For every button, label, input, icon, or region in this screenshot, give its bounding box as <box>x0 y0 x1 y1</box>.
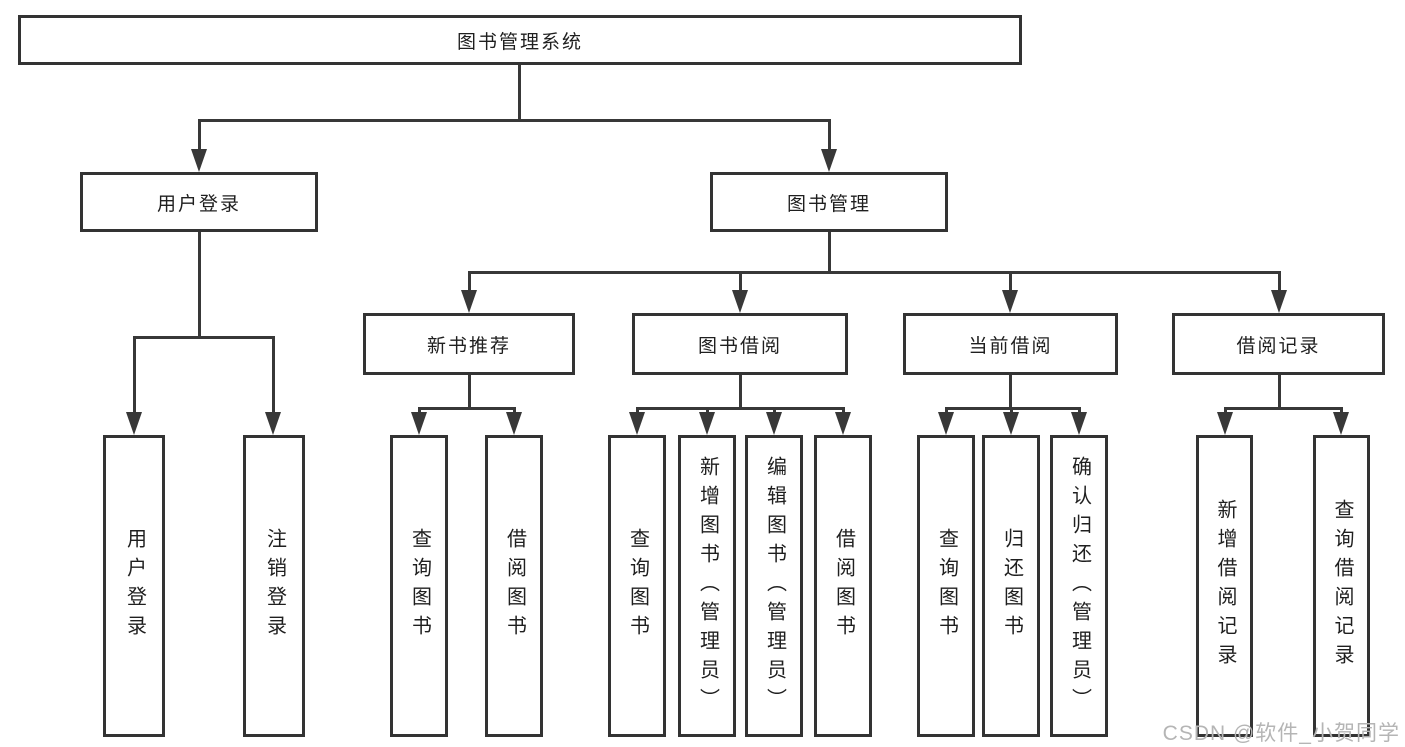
leaf-borrow-books-1: 借阅图书 <box>485 435 543 737</box>
connector-line <box>1278 271 1281 293</box>
node-book-borrowing-label: 图书借阅 <box>697 335 782 357</box>
leaf-return-books: 归还图书 <box>982 435 1040 737</box>
connector-arrowhead <box>1071 412 1087 435</box>
connector-line <box>468 271 471 293</box>
leaf-borrow-books-2-label: 借阅图书 <box>832 528 855 644</box>
leaf-add-books-admin-label: 新增图书（管理员） <box>696 455 719 717</box>
leaf-query-books-1-label: 查询图书 <box>408 528 431 644</box>
leaf-add-borrow-record: 新增借阅记录 <box>1196 435 1253 737</box>
connector-line <box>773 407 776 415</box>
connector-line <box>418 407 515 410</box>
connector-line <box>1340 407 1343 415</box>
connector-arrowhead <box>938 412 954 435</box>
node-borrowing-records-label: 借阅记录 <box>1236 335 1321 357</box>
connector-line <box>739 375 742 409</box>
connector-arrowhead <box>732 290 748 313</box>
node-book-management: 图书管理 <box>710 172 948 232</box>
connector-line <box>513 407 516 415</box>
connector-line <box>706 407 709 415</box>
leaf-borrow-books-1-label: 借阅图书 <box>503 528 526 644</box>
connector-line <box>198 232 201 338</box>
connector-arrowhead <box>506 412 522 435</box>
leaf-borrow-books-2: 借阅图书 <box>814 435 872 737</box>
connector-line <box>198 119 831 122</box>
connector-line <box>1224 407 1342 410</box>
connector-line <box>133 336 274 339</box>
connector-line <box>1009 271 1012 293</box>
node-user-login-label: 用户登录 <box>156 193 241 215</box>
connector-line <box>1078 407 1081 415</box>
connector-line <box>945 407 948 415</box>
leaf-edit-books-admin-label: 编辑图书（管理员） <box>763 455 786 717</box>
connector-line <box>468 271 1280 274</box>
node-root: 图书管理系统 <box>18 15 1022 65</box>
connector-line <box>272 336 275 414</box>
connector-arrowhead <box>629 412 645 435</box>
connector-line <box>468 375 471 409</box>
connector-arrowhead <box>1003 412 1019 435</box>
leaf-query-books-2: 查询图书 <box>608 435 666 737</box>
connector-arrowhead <box>411 412 427 435</box>
node-book-management-label: 图书管理 <box>786 193 871 215</box>
connector-line <box>1224 407 1227 415</box>
leaf-query-books-3: 查询图书 <box>917 435 975 737</box>
connector-line <box>636 407 844 410</box>
leaf-query-books-3-label: 查询图书 <box>935 528 958 644</box>
node-new-book-recommendation: 新书推荐 <box>363 313 575 375</box>
connector-arrowhead <box>1333 412 1349 435</box>
csdn-watermark: CSDN @软件_小贺同学 <box>1162 722 1400 745</box>
connector-arrowhead <box>1271 290 1287 313</box>
connector-line <box>842 407 845 415</box>
connector-line <box>739 271 742 293</box>
connector-arrowhead <box>835 412 851 435</box>
leaf-query-borrow-record: 查询借阅记录 <box>1313 435 1370 737</box>
node-current-borrowing-label: 当前借阅 <box>968 335 1053 357</box>
node-user-login: 用户登录 <box>80 172 318 232</box>
leaf-query-borrow-record-label: 查询借阅记录 <box>1331 499 1353 673</box>
connector-arrowhead <box>126 412 142 435</box>
connector-line <box>518 65 521 121</box>
connector-line <box>828 119 831 152</box>
leaf-edit-books-admin: 编辑图书（管理员） <box>745 435 803 737</box>
connector-arrowhead <box>191 149 207 172</box>
connector-line <box>418 407 421 415</box>
leaf-user-login: 用户登录 <box>103 435 165 737</box>
connector-arrowhead <box>766 412 782 435</box>
connector-line <box>828 232 831 274</box>
node-root-label: 图书管理系统 <box>456 31 583 53</box>
connector-arrowhead <box>821 149 837 172</box>
leaf-query-books-2-label: 查询图书 <box>626 528 649 644</box>
leaf-add-books-admin: 新增图书（管理员） <box>678 435 736 737</box>
connector-line <box>1278 375 1281 409</box>
node-new-book-recommendation-label: 新书推荐 <box>426 335 511 357</box>
leaf-logout-label: 注销登录 <box>263 528 286 644</box>
connector-line <box>133 336 136 414</box>
connector-arrowhead <box>461 290 477 313</box>
leaf-user-login-label: 用户登录 <box>123 528 146 644</box>
connector-line <box>198 119 201 152</box>
connector-line <box>636 407 639 415</box>
connector-arrowhead <box>1002 290 1018 313</box>
connector-arrowhead <box>699 412 715 435</box>
connector-arrowhead <box>265 412 281 435</box>
leaf-confirm-return-admin-label: 确认归还（管理员） <box>1068 455 1091 717</box>
node-borrowing-records: 借阅记录 <box>1172 313 1385 375</box>
connector-line <box>1009 375 1012 409</box>
leaf-add-borrow-record-label: 新增借阅记录 <box>1214 499 1236 673</box>
leaf-query-books-1: 查询图书 <box>390 435 448 737</box>
leaf-return-books-label: 归还图书 <box>1000 528 1023 644</box>
connector-arrowhead <box>1217 412 1233 435</box>
node-book-borrowing: 图书借阅 <box>632 313 848 375</box>
leaf-logout: 注销登录 <box>243 435 305 737</box>
leaf-confirm-return-admin: 确认归还（管理员） <box>1050 435 1108 737</box>
connector-line <box>1010 407 1013 415</box>
node-current-borrowing: 当前借阅 <box>903 313 1118 375</box>
